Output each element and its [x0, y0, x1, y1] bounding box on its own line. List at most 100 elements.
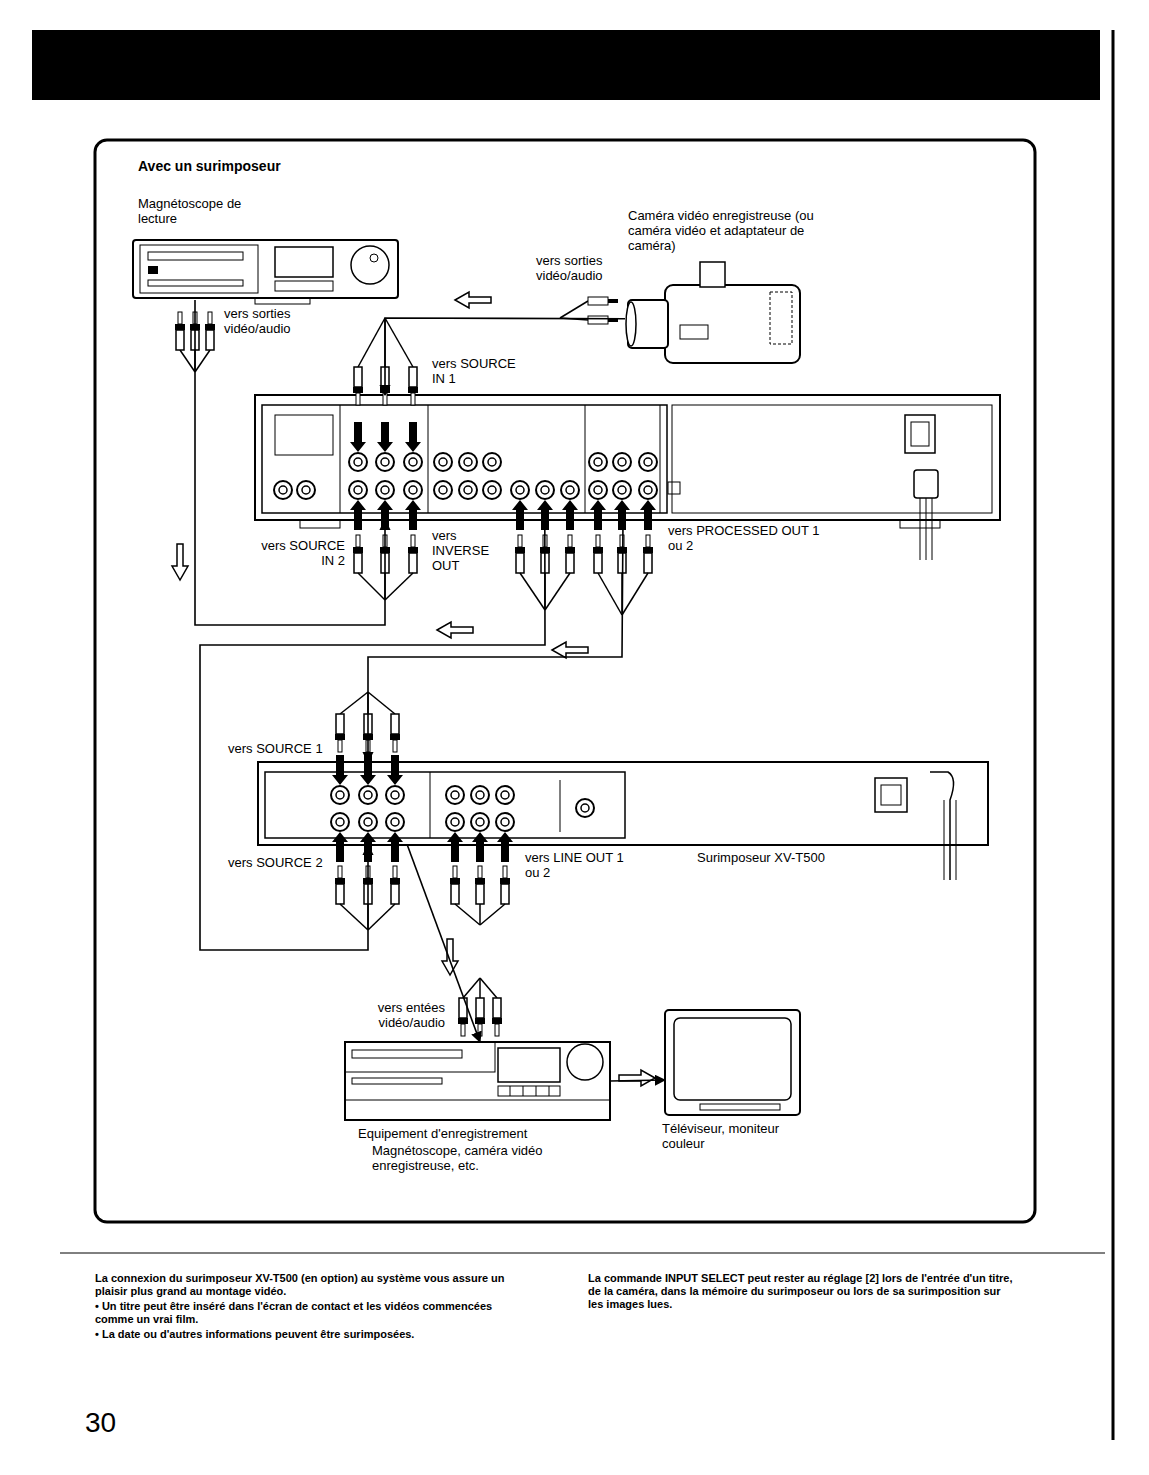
- camcorder: [626, 302, 636, 346]
- main-unit: [911, 422, 929, 446]
- main-unit-plugs: [408, 535, 418, 573]
- superimposer-plugs: [475, 866, 485, 904]
- main-unit-plugs: [377, 422, 393, 452]
- main-unit-plugs: [593, 535, 603, 573]
- main-unit: [340, 405, 341, 513]
- signal-arrows: [455, 292, 491, 308]
- signal-cable: [610, 1080, 665, 1081]
- recorder: [549, 1086, 550, 1096]
- device-label: Caméra vidéo enregistreuse (ou caméra vi…: [628, 208, 828, 253]
- superimposer: [881, 785, 901, 805]
- main-unit-plugs: [350, 318, 656, 615]
- device-label: vers SOURCE 2: [228, 855, 358, 870]
- recorder: [536, 1086, 537, 1096]
- main-unit: [511, 481, 529, 499]
- device-label: vers SOURCE IN 2: [257, 538, 345, 568]
- main-unit-plugs: [643, 535, 653, 573]
- main-unit: [932, 498, 933, 560]
- superimposer: [944, 800, 945, 880]
- recorder: [345, 1042, 495, 1072]
- main-unit: vers SOURCE IN 1vers SOURCE IN 2vers INV…: [255, 395, 1000, 520]
- superimposer: vers SOURCE 1vers SOURCE 2vers LINE OUT …: [258, 762, 988, 845]
- device-label: Téléviseur, moniteur couleur: [662, 1121, 802, 1151]
- superimposer-plugs: [390, 714, 400, 752]
- superimposer: [331, 813, 349, 831]
- device-label: Equipement d'enregistrement: [358, 1126, 618, 1141]
- main-unit: [589, 453, 607, 471]
- device-label: vers sorties vidéo/audio: [224, 306, 304, 336]
- superimposer-plugs: [450, 866, 460, 904]
- playback-vcr: [175, 312, 185, 350]
- superimposer-plugs: [472, 832, 488, 862]
- main-unit: [672, 405, 992, 513]
- recording-equipment: vers entées vidéo/audioEquipement d'enre…: [345, 1042, 610, 1120]
- superimposer: [386, 786, 404, 804]
- superimposer-plugs: [335, 714, 345, 752]
- main-unit: [668, 482, 680, 494]
- main-unit: [660, 405, 661, 513]
- recorder: [345, 1100, 610, 1101]
- superimposer-plugs: [368, 904, 395, 930]
- note-text: • Un titre peut être inséré dans l'écran…: [95, 1300, 525, 1326]
- playback-vcr: Magnétoscope de lecturevers sorties vidé…: [133, 240, 398, 300]
- device-label: vers SOURCE 1: [228, 741, 358, 756]
- main-unit-plugs: [640, 500, 656, 530]
- main-unit: [404, 481, 422, 499]
- main-unit-plugs: [545, 573, 570, 610]
- camcorder: [608, 299, 618, 303]
- main-unit: [589, 481, 607, 499]
- main-unit: [639, 481, 657, 499]
- main-unit: [349, 481, 367, 499]
- main-unit: [262, 405, 667, 513]
- playback-vcr: [133, 240, 398, 372]
- playback-vcr: [148, 266, 158, 274]
- recorder: [345, 1042, 610, 1120]
- superimposer: [471, 813, 489, 831]
- superimposer: [576, 799, 594, 817]
- signal-cable: [368, 520, 623, 762]
- note-text: • La date ou d'autres informations peuve…: [95, 1328, 525, 1341]
- superimposer-plugs: [387, 832, 403, 862]
- main-unit: [428, 405, 429, 513]
- tv-monitor: [674, 1018, 791, 1100]
- page-frame: [32, 30, 1113, 1440]
- main-unit: [297, 481, 315, 499]
- page-frame: [60, 1253, 1105, 1254]
- superimposer-plugs: [368, 692, 395, 714]
- superimposer: [331, 786, 349, 804]
- playback-vcr: [255, 298, 310, 304]
- main-unit: [459, 453, 477, 471]
- signal-cable: [385, 318, 625, 395]
- superimposer: [359, 786, 377, 804]
- recorder: [345, 978, 610, 1120]
- main-unit: [561, 481, 579, 499]
- tv-monitor: [665, 1010, 800, 1115]
- superimposer: [496, 813, 514, 831]
- main-unit: [255, 395, 1000, 560]
- device-label: vers SOURCE IN 1: [432, 356, 520, 386]
- signal-arrows: [437, 622, 473, 638]
- main-unit: [255, 395, 1000, 520]
- superimposer: [875, 778, 907, 812]
- main-unit-plugs: [353, 367, 363, 405]
- main-unit: [905, 415, 935, 453]
- main-unit: [926, 498, 927, 560]
- superimposer: [430, 772, 431, 838]
- main-unit: [483, 453, 501, 471]
- main-unit: [613, 453, 631, 471]
- main-unit-plugs: [405, 422, 421, 452]
- device-label: vers entées vidéo/audio: [360, 1000, 445, 1030]
- main-unit: [483, 481, 501, 499]
- signal-cable: [200, 520, 545, 950]
- main-unit: [536, 481, 554, 499]
- playback-vcr: [205, 312, 215, 350]
- playback-vcr: [275, 247, 333, 277]
- main-unit: [376, 453, 394, 471]
- superimposer-plugs: [447, 832, 463, 862]
- main-unit: [404, 453, 422, 471]
- recorder: [492, 998, 502, 1036]
- main-unit-plugs: [353, 535, 363, 573]
- superimposer-plugs: [340, 692, 368, 714]
- playback-vcr: [180, 350, 195, 372]
- device-label: vers PROCESSED OUT 1 ou 2: [668, 523, 828, 553]
